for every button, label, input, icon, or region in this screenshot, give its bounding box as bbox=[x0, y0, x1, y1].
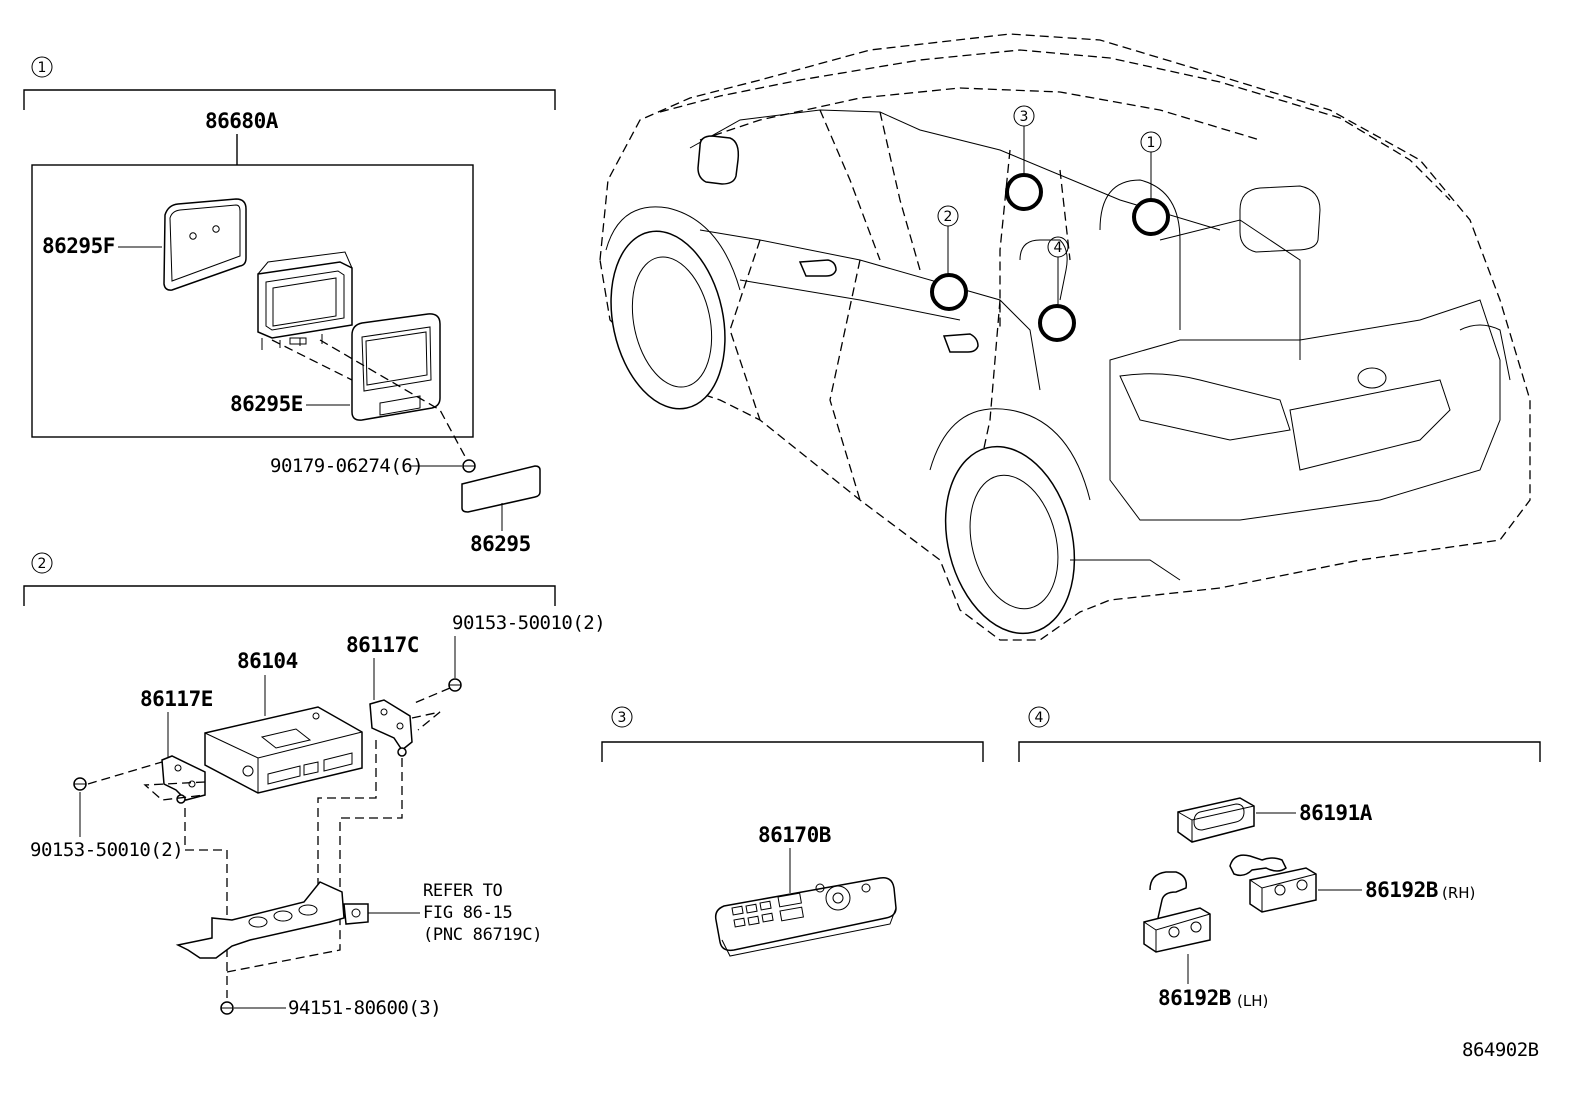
section-3-bracket bbox=[601, 741, 984, 762]
part-94151-80600-label[interactable]: 94151-80600(3) bbox=[288, 997, 442, 1019]
frame-86295E-drawing bbox=[351, 313, 441, 421]
figure-code: 864902B bbox=[1462, 1039, 1539, 1061]
switch-86191A-drawing bbox=[1177, 797, 1255, 843]
refer-to-line1: REFER TO bbox=[423, 881, 503, 901]
svg-text:4: 4 bbox=[1054, 240, 1063, 256]
section-4-marker bbox=[1028, 706, 1050, 728]
vehicle-callout-3[interactable]: 3 bbox=[1005, 105, 1043, 211]
section-3-number: 3 bbox=[618, 710, 627, 726]
vehicle-callout-4[interactable]: 4 bbox=[1038, 236, 1076, 342]
vehicle-callout-2[interactable]: 2 bbox=[930, 205, 968, 311]
part-86295E-label[interactable]: 86295E bbox=[230, 392, 303, 416]
section-3: 3 86170B bbox=[601, 706, 984, 957]
section-1-marker bbox=[31, 56, 53, 78]
refer-to-line3: (PNC 86719C) bbox=[423, 925, 542, 945]
part-86117C-label[interactable]: 86117C bbox=[346, 633, 419, 657]
bracket-86117C-drawing bbox=[369, 699, 413, 757]
refer-to-line2: FIG 86-15 bbox=[423, 903, 512, 923]
lh-suffix: (LH) bbox=[1237, 992, 1268, 1010]
part-86295-label[interactable]: 86295 bbox=[470, 532, 531, 556]
jack-lh-drawing bbox=[1143, 871, 1211, 953]
rh-suffix: (RH) bbox=[1442, 884, 1475, 902]
part-90153-50010-left-label[interactable]: 90153-50010(2) bbox=[30, 839, 184, 861]
part-86191A-label[interactable]: 86191A bbox=[1299, 801, 1373, 825]
assembly-box bbox=[31, 164, 474, 438]
part-86170B-label[interactable]: 86170B bbox=[758, 823, 831, 847]
part-90179-06274-label[interactable]: 90179-06274(6) bbox=[270, 455, 424, 477]
section-2-number: 2 bbox=[38, 556, 47, 572]
vehicle-drawing: 1 2 3 4 bbox=[599, 33, 1531, 641]
part-86192B-lh-label[interactable]: 86192B bbox=[1158, 986, 1231, 1010]
svg-text:3: 3 bbox=[1020, 109, 1029, 125]
section-3-marker bbox=[611, 706, 633, 728]
part-90153-50010-right-label[interactable]: 90153-50010(2) bbox=[452, 612, 606, 634]
nut-94151-drawing bbox=[220, 1001, 234, 1015]
unit-86104-drawing bbox=[204, 706, 363, 794]
plate-86295-drawing bbox=[461, 465, 541, 513]
vehicle-callout-1[interactable]: 1 bbox=[1132, 131, 1170, 236]
section-2-marker bbox=[31, 552, 53, 574]
section-1: 1 86680A 86295F 86295E bbox=[23, 56, 556, 556]
mounting-bracket-drawing bbox=[175, 881, 369, 959]
part-86680A-label[interactable]: 86680A bbox=[205, 109, 279, 133]
screw-left-drawing bbox=[73, 777, 87, 791]
jack-rh-drawing bbox=[1229, 854, 1317, 913]
part-86192B-rh-label[interactable]: 86192B bbox=[1365, 878, 1438, 902]
section-4-number: 4 bbox=[1035, 710, 1044, 726]
cover-86295F-drawing bbox=[163, 198, 247, 291]
part-86117E-label[interactable]: 86117E bbox=[140, 687, 213, 711]
section-2: 2 90153-50010(2) 86117C 86104 86117E bbox=[23, 552, 606, 1019]
part-86104-label[interactable]: 86104 bbox=[237, 649, 298, 673]
section-2-bracket bbox=[23, 585, 556, 606]
section-4: 4 86191A 86192B (RH) 86192B (LH) bbox=[1018, 706, 1541, 1010]
section-4-bracket bbox=[1018, 741, 1541, 762]
display-unit-drawing bbox=[257, 251, 353, 350]
section-1-bracket bbox=[23, 89, 556, 110]
screw-90179-drawing bbox=[462, 459, 476, 473]
part-86295F-label[interactable]: 86295F bbox=[42, 234, 115, 258]
section-1-number: 1 bbox=[38, 60, 47, 76]
screw-right-drawing bbox=[448, 678, 462, 692]
svg-text:1: 1 bbox=[1147, 135, 1156, 151]
remote-86170B-drawing bbox=[714, 876, 897, 957]
svg-text:2: 2 bbox=[944, 209, 953, 225]
